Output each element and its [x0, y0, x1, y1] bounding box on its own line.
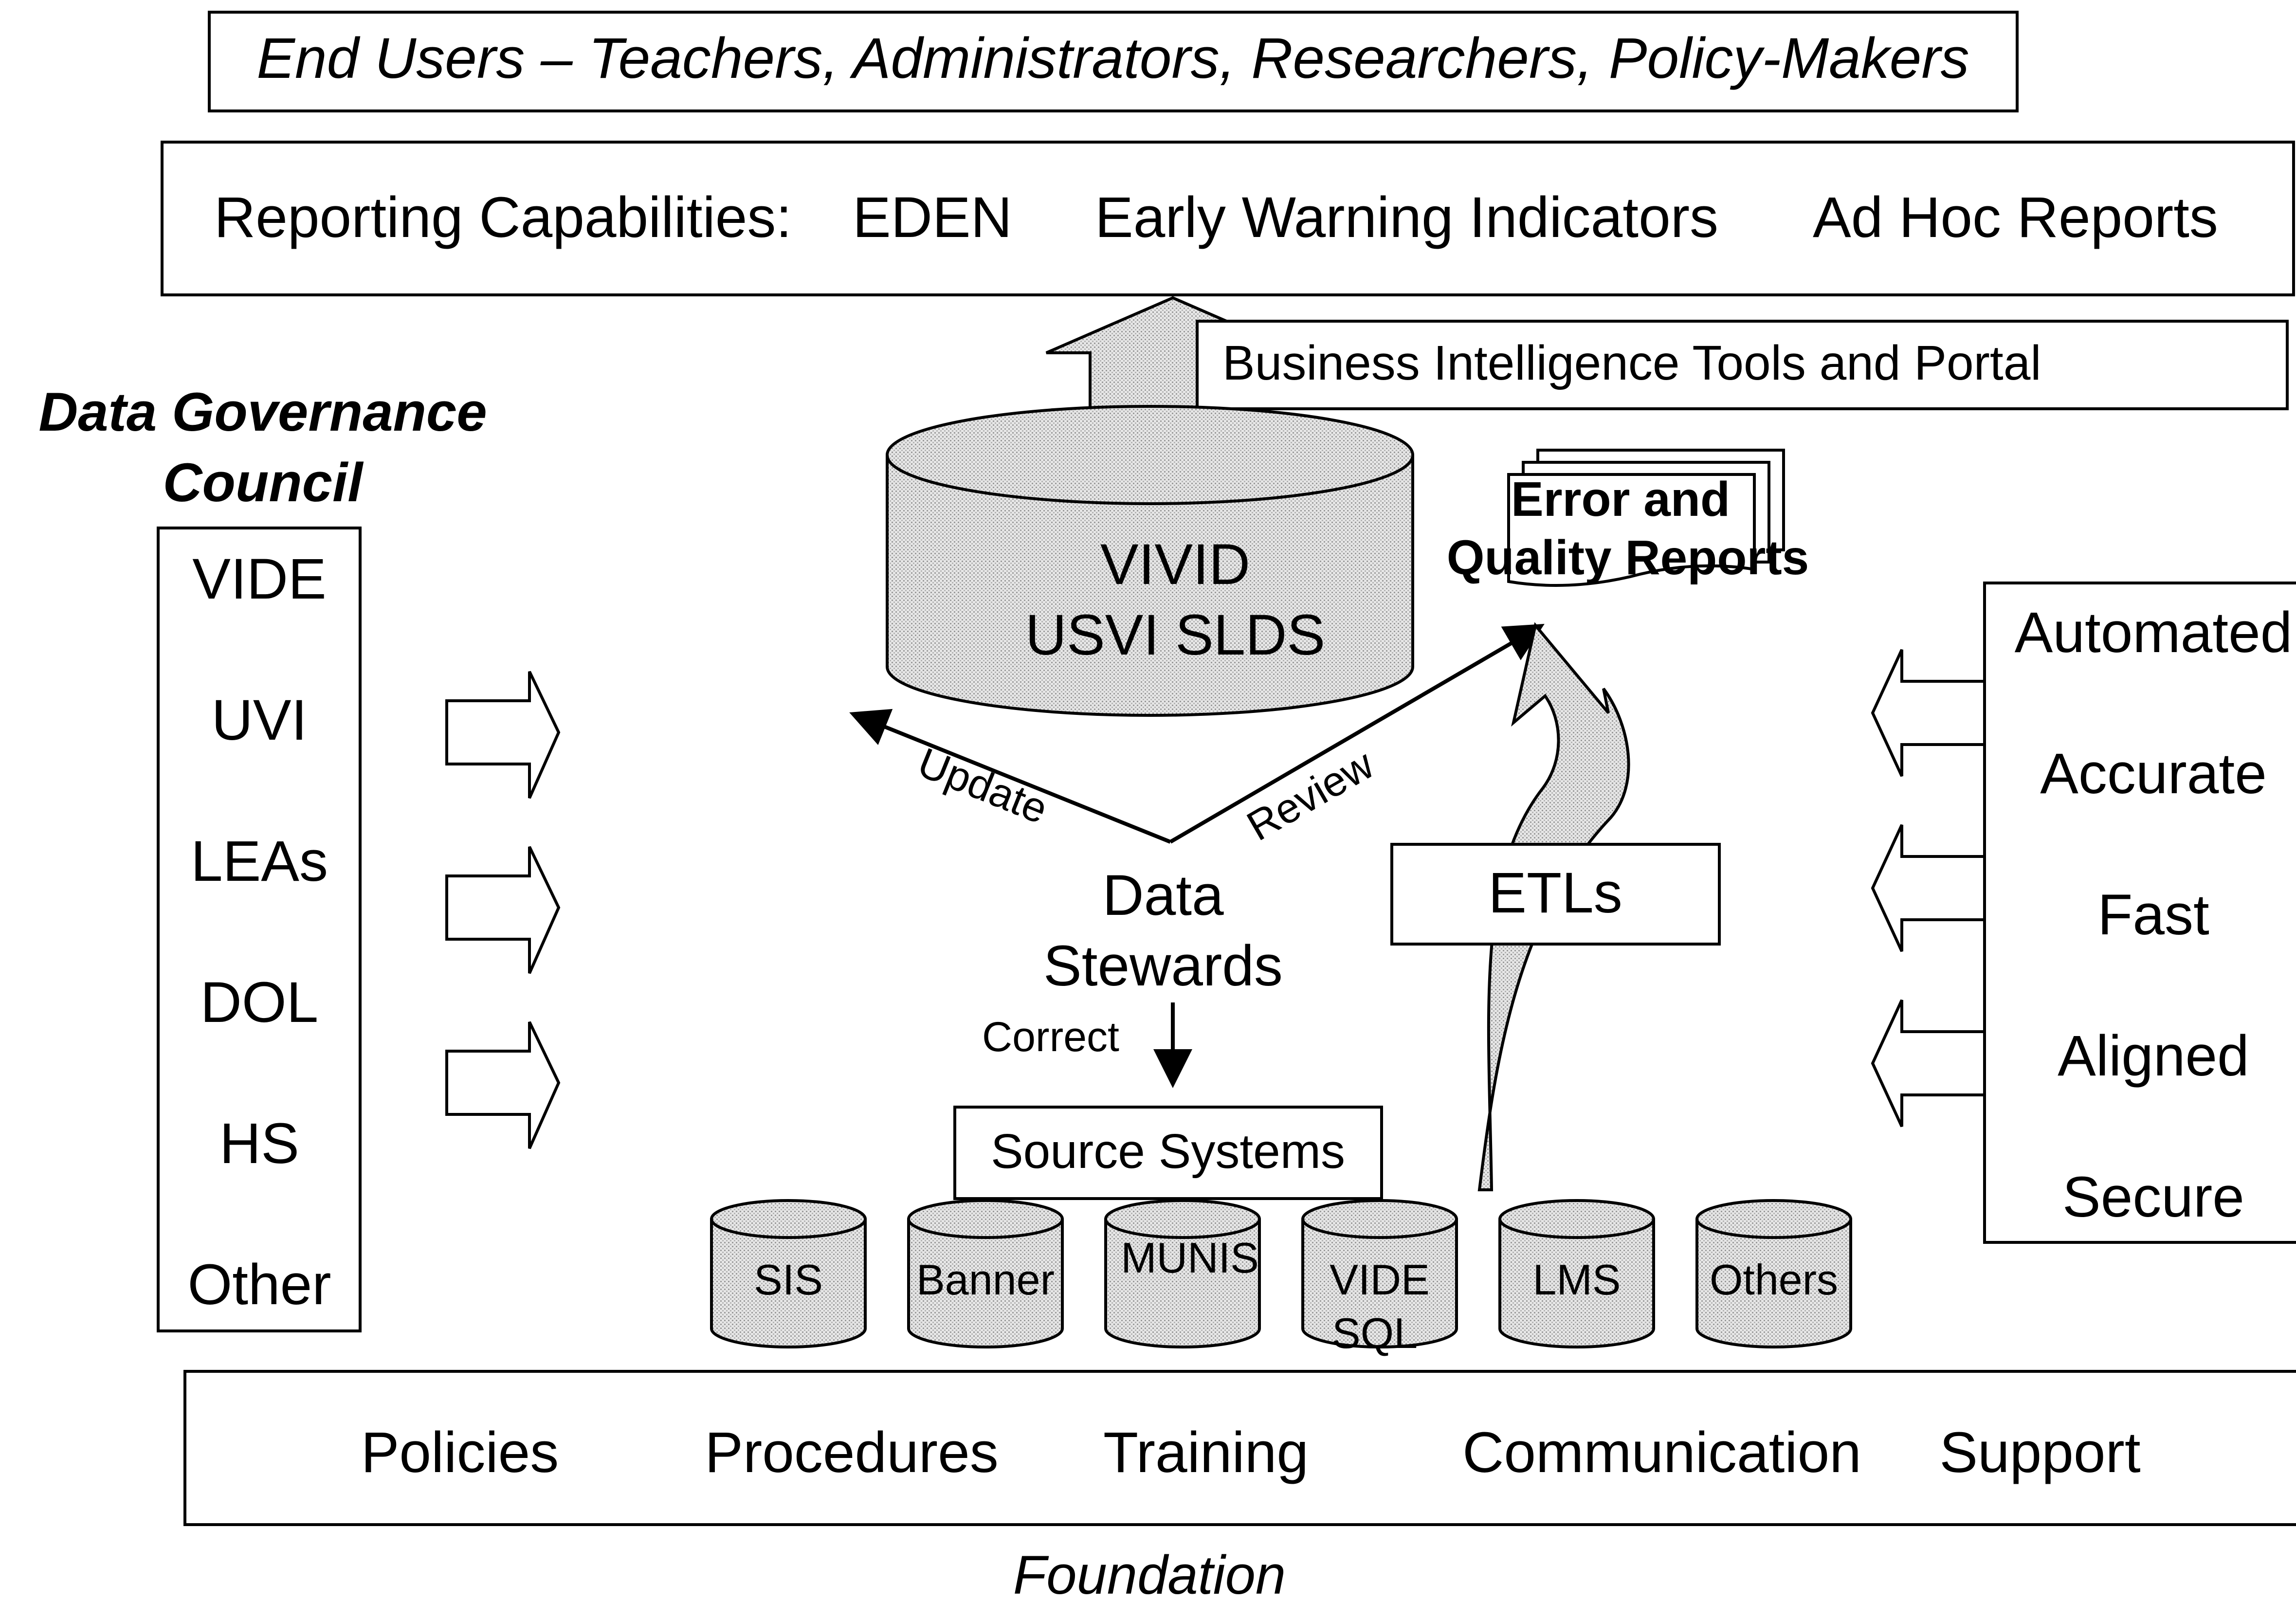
foundation-box: Policies Procedures Training Communicati…: [183, 1370, 2296, 1526]
warehouse-line2: USVI SLDS: [1025, 603, 1325, 667]
source-system-sis-cylinder: SIS: [710, 1199, 867, 1348]
governance-member-leas: LEAs: [191, 829, 328, 893]
source-system-label: Banner: [916, 1256, 1055, 1304]
source-systems-label: Source Systems: [991, 1124, 1345, 1179]
reporting-capabilities-box: Reporting Capabilities: EDEN Early Warni…: [161, 141, 2295, 296]
governance-member-other: Other: [187, 1253, 331, 1317]
source-system-label: SIS: [754, 1256, 823, 1304]
governance-member-vide: VIDE: [192, 547, 326, 611]
quality-secure: Secure: [2062, 1165, 2244, 1229]
update-label: Update: [911, 739, 1054, 833]
foundation-item-training: Training: [1103, 1420, 1309, 1485]
source-system-munis-cylinder: MUNIS: [1104, 1199, 1261, 1348]
update-arrow: [849, 709, 1171, 844]
right-arrow-icon: [445, 671, 561, 799]
source-system-vide-cylinder: VIDE SQL: [1301, 1199, 1458, 1357]
foundation-item-procedures: Procedures: [705, 1420, 998, 1485]
governance-title-line2: Council: [163, 452, 364, 513]
end-users-banner: End Users – Teachers, Administrators, Re…: [208, 11, 2019, 112]
left-arrow-icon: [1871, 649, 1986, 777]
qualities-box: Automated Accurate Fast Aligned Secure: [1983, 582, 2296, 1244]
governance-member-dol: DOL: [200, 970, 319, 1035]
etls-box: ETLs: [1390, 843, 1721, 946]
foundation-item-support: Support: [1939, 1420, 2140, 1485]
quality-automated: Automated: [2015, 601, 2293, 665]
bi-tools-label: Business Intelligence Tools and Portal: [1222, 336, 2041, 390]
governance-member-uvi: UVI: [212, 688, 308, 752]
right-arrow-icon: [445, 1021, 561, 1149]
quality-aligned: Aligned: [2058, 1024, 2249, 1088]
correct-label: Correct: [982, 1014, 1119, 1060]
end-users-text: End Users – Teachers, Administrators, Re…: [256, 26, 1969, 91]
governance-title-line1: Data Governance: [38, 382, 487, 442]
review-arrow: [1169, 623, 1545, 844]
data-stewards-line1: Data: [1102, 863, 1224, 928]
source-system-banner-cylinder: Banner: [907, 1199, 1064, 1348]
error-quality-reports: Error and Quality Reports: [1447, 449, 1809, 587]
source-system-label-line2: SQL: [1332, 1309, 1418, 1357]
left-arrow-icon: [1871, 824, 1986, 952]
reporting-item-eden: EDEN: [853, 185, 1012, 250]
reporting-item-ad-hoc: Ad Hoc Reports: [1813, 185, 2218, 250]
etl-curved-arrow: [1477, 622, 1630, 1191]
review-label: Review: [1239, 741, 1382, 850]
left-arrow-icon: [1871, 999, 1986, 1128]
source-systems-box: Source Systems: [953, 1106, 1383, 1200]
source-system-others-cylinder: Others: [1695, 1199, 1852, 1348]
right-arrow-icon: [445, 846, 561, 974]
reporting-item-early-warning: Early Warning Indicators: [1095, 185, 1718, 250]
source-system-cylinders: SIS Banner MUNIS VIDE SQL LMS Others: [710, 1199, 1852, 1357]
foundation-item-policies: Policies: [361, 1420, 559, 1485]
error-reports-line1: Error and: [1511, 472, 1730, 527]
warehouse-cylinder: VIVID USVI SLDS: [886, 405, 1414, 717]
source-system-label: LMS: [1533, 1256, 1621, 1304]
data-stewards-line2: Stewards: [1043, 934, 1283, 998]
etls-label: ETLs: [1488, 861, 1622, 925]
governance-member-hs: HS: [219, 1111, 299, 1176]
foundation-label: Foundation: [1013, 1545, 1286, 1602]
error-reports-line2: Quality Reports: [1447, 530, 1809, 585]
source-system-lms-cylinder: LMS: [1498, 1199, 1655, 1348]
bi-tools-box: Business Intelligence Tools and Portal: [1196, 320, 2289, 410]
warehouse-line1: VIVID: [1100, 532, 1250, 597]
source-system-label: Others: [1710, 1256, 1838, 1304]
quality-fast: Fast: [2097, 883, 2209, 947]
quality-accurate: Accurate: [2040, 742, 2267, 806]
foundation-item-communication: Communication: [1462, 1420, 1861, 1485]
source-system-label: MUNIS: [1121, 1234, 1259, 1282]
governance-council: Data Governance Council VIDE UVI LEAs DO…: [38, 382, 487, 1332]
reporting-label: Reporting Capabilities:: [214, 185, 792, 250]
source-system-label: VIDE: [1330, 1256, 1429, 1304]
